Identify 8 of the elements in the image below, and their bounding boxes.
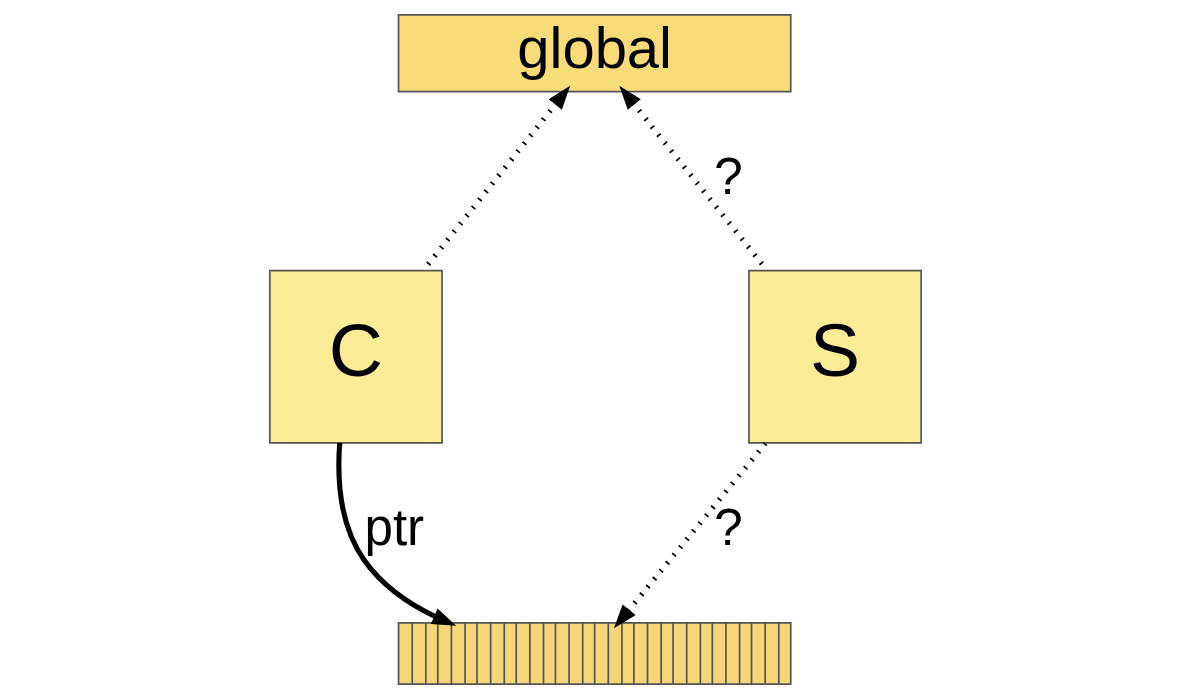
node-box: S: [748, 269, 923, 444]
arrow: [613, 441, 768, 629]
edge-label: ?: [714, 147, 743, 205]
edge-label: ptr: [364, 499, 425, 557]
arrow: [336, 442, 457, 626]
edge-label: ?: [714, 499, 743, 557]
node-box: global: [397, 14, 792, 93]
node-box: C: [268, 269, 443, 444]
